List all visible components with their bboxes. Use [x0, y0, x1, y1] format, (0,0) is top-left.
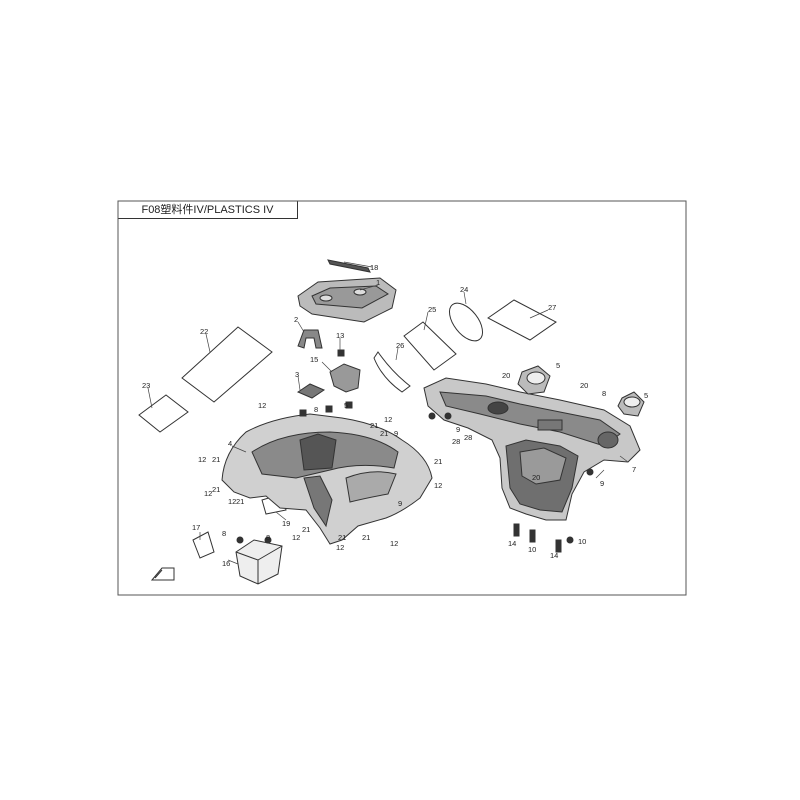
callout-label: 7 [632, 465, 636, 474]
part-16-tool-box [235, 539, 283, 585]
callout-labels: 1 2 3 4 5 5 5 7 8 8 8 8 9 9 9 9 10 10 12… [142, 263, 648, 568]
decal-24 [448, 302, 484, 342]
callout-label: 5 [344, 401, 348, 410]
part-2-bracket [297, 329, 323, 349]
decal-23 [138, 394, 189, 433]
callout-label: 25 [428, 305, 436, 314]
callout-label: 8 [602, 389, 606, 398]
callout-label: 21 [236, 497, 244, 506]
callout-label: 9 [394, 429, 398, 438]
callout-label: 9 [456, 425, 460, 434]
callout-label: 14 [550, 551, 558, 560]
decal-22 [181, 326, 273, 403]
callout-label: 8 [222, 529, 226, 538]
callout-label: 10 [528, 545, 536, 554]
callout-label: 24 [460, 285, 468, 294]
diagram-frame [117, 200, 687, 596]
leader-lines [147, 261, 629, 565]
fasteners [236, 349, 594, 553]
callout-label: 21 [370, 421, 378, 430]
callout-label: 19 [282, 519, 290, 528]
callout-label: 26 [396, 341, 404, 350]
callout-label: 16 [222, 559, 230, 568]
callout-label: 5 [644, 391, 648, 400]
callout-label: 21 [362, 533, 370, 542]
callout-label: 12 [228, 497, 236, 506]
callout-label: 13 [336, 331, 344, 340]
front-arrow-icon [150, 567, 175, 581]
callout-label: 20 [502, 371, 510, 380]
diagram-title: F08塑料件IV/PLASTICS IV [118, 201, 298, 219]
callout-label: 21 [380, 429, 388, 438]
callout-label: 12 [336, 543, 344, 552]
decal-27 [487, 299, 557, 341]
callout-label: 5 [556, 361, 560, 370]
callout-label: 18 [370, 263, 378, 272]
callout-label: 8 [314, 405, 318, 414]
part-15-guard [329, 363, 361, 393]
callout-label: 3 [295, 370, 299, 379]
callout-label: 12 [292, 533, 300, 542]
decal-25 [403, 321, 457, 371]
callout-label: 21 [434, 457, 442, 466]
callout-label: 27 [548, 303, 556, 312]
callout-label: 1 [376, 278, 380, 287]
part-18-strip [327, 259, 371, 273]
callout-label: 22 [200, 327, 208, 336]
callout-label: 28 [464, 433, 472, 442]
callout-label: 12 [198, 455, 206, 464]
callout-label: 12 [390, 539, 398, 548]
callout-label: 28 [452, 437, 460, 446]
callout-label: 21 [212, 455, 220, 464]
callout-label: 8 [266, 533, 270, 542]
callout-label: 12 [204, 489, 212, 498]
callout-label: 17 [192, 523, 200, 532]
decal-26 [373, 351, 411, 393]
callout-label: 9 [600, 479, 604, 488]
callout-label: 23 [142, 381, 150, 390]
callout-label: 12 [258, 401, 266, 410]
callout-label: 9 [398, 499, 402, 508]
callout-label: 12 [434, 481, 442, 490]
callout-label: 20 [532, 473, 540, 482]
callout-label: 10 [578, 537, 586, 546]
callout-label: 4 [228, 439, 232, 448]
callout-label: 14 [508, 539, 516, 548]
callout-label: 21 [212, 485, 220, 494]
callout-label: 15 [310, 355, 318, 364]
callout-label: 12 [384, 415, 392, 424]
part-3-gasket [296, 383, 326, 399]
callout-label: 21 [302, 525, 310, 534]
callout-label: 20 [580, 381, 588, 390]
callout-label: 2 [294, 315, 298, 324]
decal-17 [192, 531, 215, 559]
callout-label: 21 [338, 533, 346, 542]
